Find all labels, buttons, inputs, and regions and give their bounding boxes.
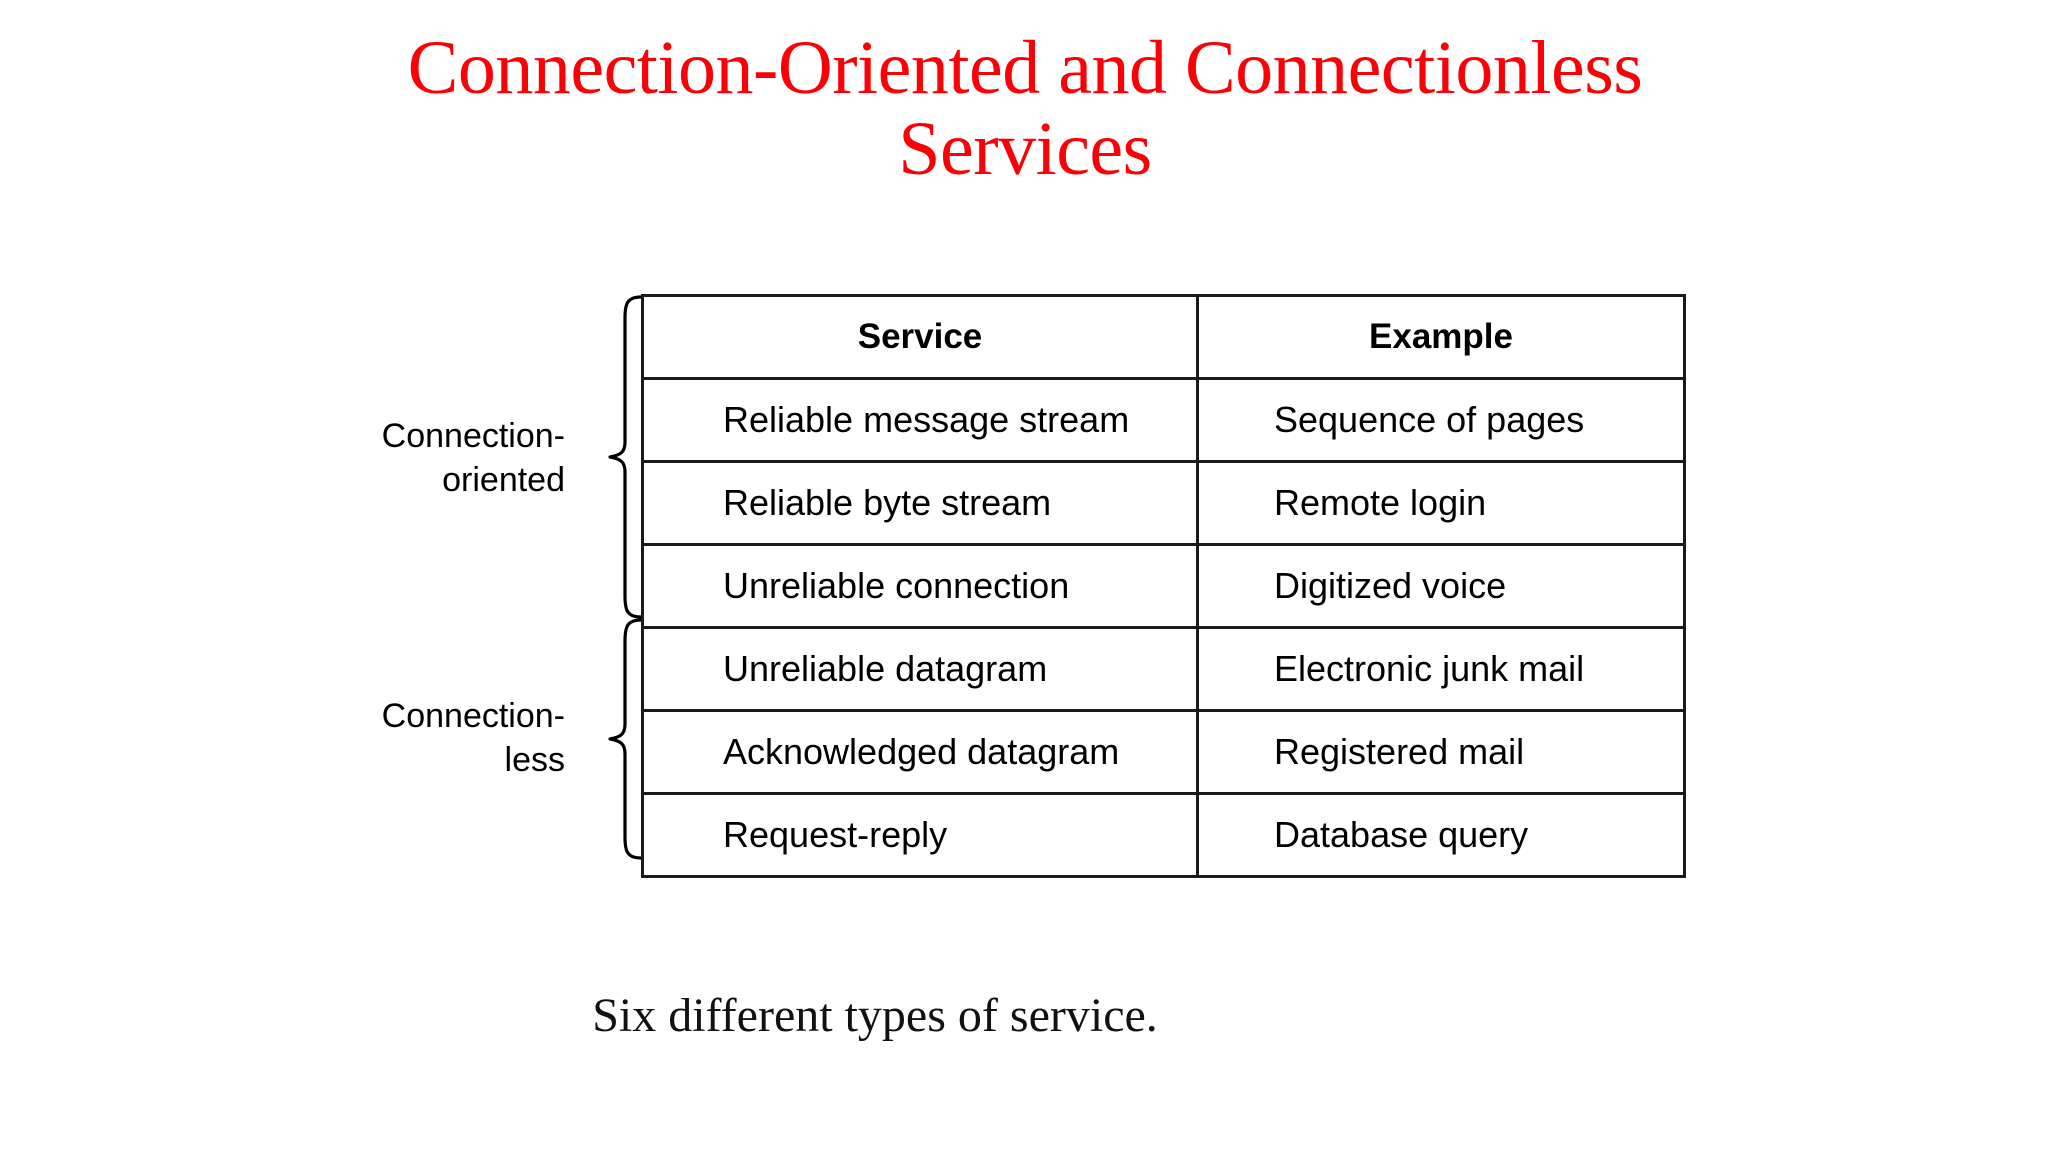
cell-service: Acknowledged datagram <box>641 709 1199 795</box>
cell-service: Unreliable datagram <box>641 626 1199 712</box>
group-label-connection-oriented: Connection- oriented <box>381 417 565 499</box>
cell-example: Digitized voice <box>1196 543 1686 629</box>
brace-connection-oriented <box>597 294 645 620</box>
cell-example: Registered mail <box>1196 709 1686 795</box>
table-row: Unreliable connection Digitized voice <box>641 543 1686 629</box>
page-title: Connection-Oriented and Connectionless S… <box>407 26 1643 192</box>
cell-service: Unreliable connection <box>641 543 1199 629</box>
column-header-service: Service <box>641 294 1199 380</box>
group-label-connectionless: Connection- less <box>381 697 565 779</box>
table-row: Acknowledged datagram Registered mail <box>641 709 1686 795</box>
table-row: Reliable message stream Sequence of page… <box>641 377 1686 463</box>
cell-service: Reliable byte stream <box>641 460 1199 546</box>
cell-service: Request-reply <box>641 792 1199 878</box>
brace-connectionless <box>597 617 645 861</box>
table-row: Request-reply Database query <box>641 792 1686 878</box>
cell-example: Sequence of pages <box>1196 377 1686 463</box>
cell-example: Electronic junk mail <box>1196 626 1686 712</box>
slide-caption: Six different types of service. <box>592 989 1158 1042</box>
table-row: Unreliable datagram Electronic junk mail <box>641 626 1686 712</box>
table-row: Reliable byte stream Remote login <box>641 460 1686 546</box>
services-table: Service Example Reliable message stream … <box>641 294 1686 878</box>
table-header-row: Service Example <box>641 294 1686 380</box>
cell-example: Remote login <box>1196 460 1686 546</box>
cell-service: Reliable message stream <box>641 377 1199 463</box>
column-header-example: Example <box>1196 294 1686 380</box>
cell-example: Database query <box>1196 792 1686 878</box>
